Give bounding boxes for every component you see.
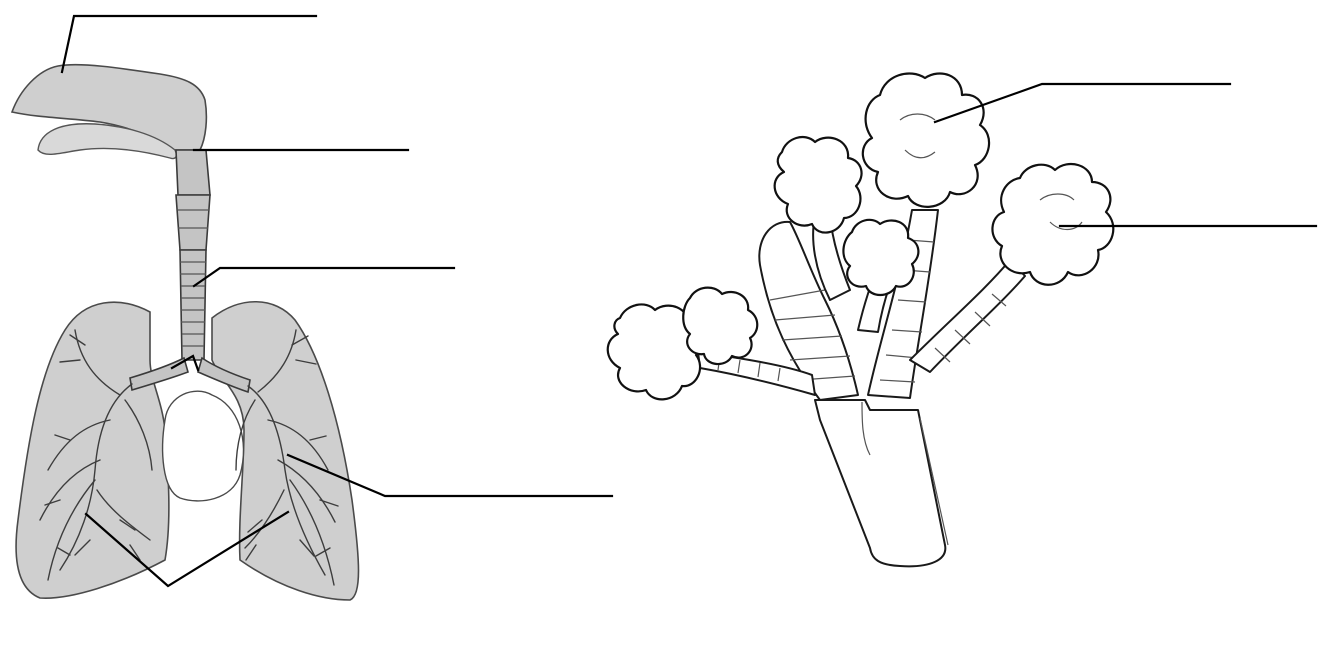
left-lung — [16, 302, 169, 598]
leader-nasal-cavity — [62, 16, 316, 72]
alveolar-sac-left-2 — [683, 288, 757, 364]
bronchiole-figure — [608, 73, 1114, 566]
leader-trachea — [194, 268, 454, 286]
alveolar-sac-middle — [843, 220, 918, 295]
trachea — [180, 250, 206, 360]
alveolar-sac-upper-left — [775, 137, 862, 233]
larynx — [176, 195, 210, 250]
heart-space — [163, 391, 244, 501]
pharynx — [176, 150, 210, 195]
alveolar-sac-top — [863, 73, 989, 206]
respiratory-system-figure — [12, 65, 359, 600]
bronchiole-trunk — [815, 400, 945, 566]
